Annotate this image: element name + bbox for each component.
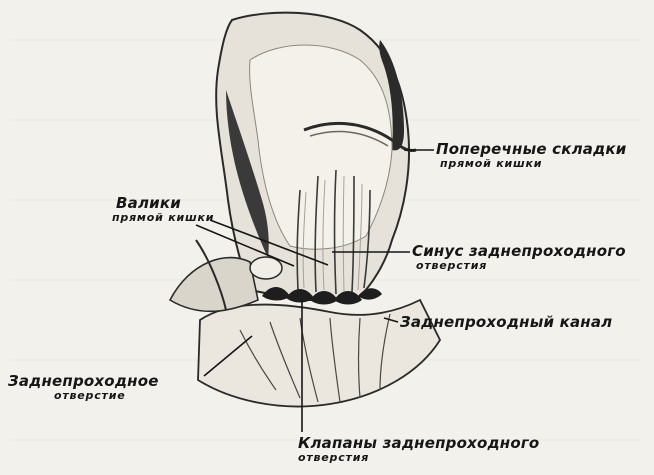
label-anal-valves: Клапаны заднепроходного отверстия	[298, 436, 539, 463]
label-anal-valves-line2: отверстия	[298, 452, 539, 464]
label-anal-sinus-line2: отверстия	[412, 260, 626, 272]
label-anal-opening-line2: отверстие	[8, 390, 159, 402]
label-anal-canal-line1: Заднепроходный канал	[400, 315, 612, 331]
anal-opening-ring	[250, 257, 282, 279]
label-transverse-folds-line1: Поперечные складки	[436, 142, 627, 158]
label-anal-sinus-line1: Синус заднепроходного	[412, 244, 626, 260]
label-transverse-folds: Поперечные складки прямой кишки	[436, 142, 627, 169]
label-anal-canal: Заднепроходный канал	[400, 315, 612, 331]
label-transverse-folds-line2: прямой кишки	[436, 158, 627, 170]
label-anal-opening-line1: Заднепроходное	[8, 374, 159, 390]
label-rectal-columns: Валики прямой кишки	[112, 196, 214, 223]
label-anal-sinus: Синус заднепроходного отверстия	[412, 244, 626, 271]
label-anal-valves-line1: Клапаны заднепроходного	[298, 436, 539, 452]
label-rectal-columns-line2: прямой кишки	[112, 212, 214, 224]
label-rectal-columns-line1: Валики	[112, 196, 214, 212]
label-anal-opening: Заднепроходное отверстие	[8, 374, 159, 401]
left-tissue-flap	[170, 258, 258, 312]
